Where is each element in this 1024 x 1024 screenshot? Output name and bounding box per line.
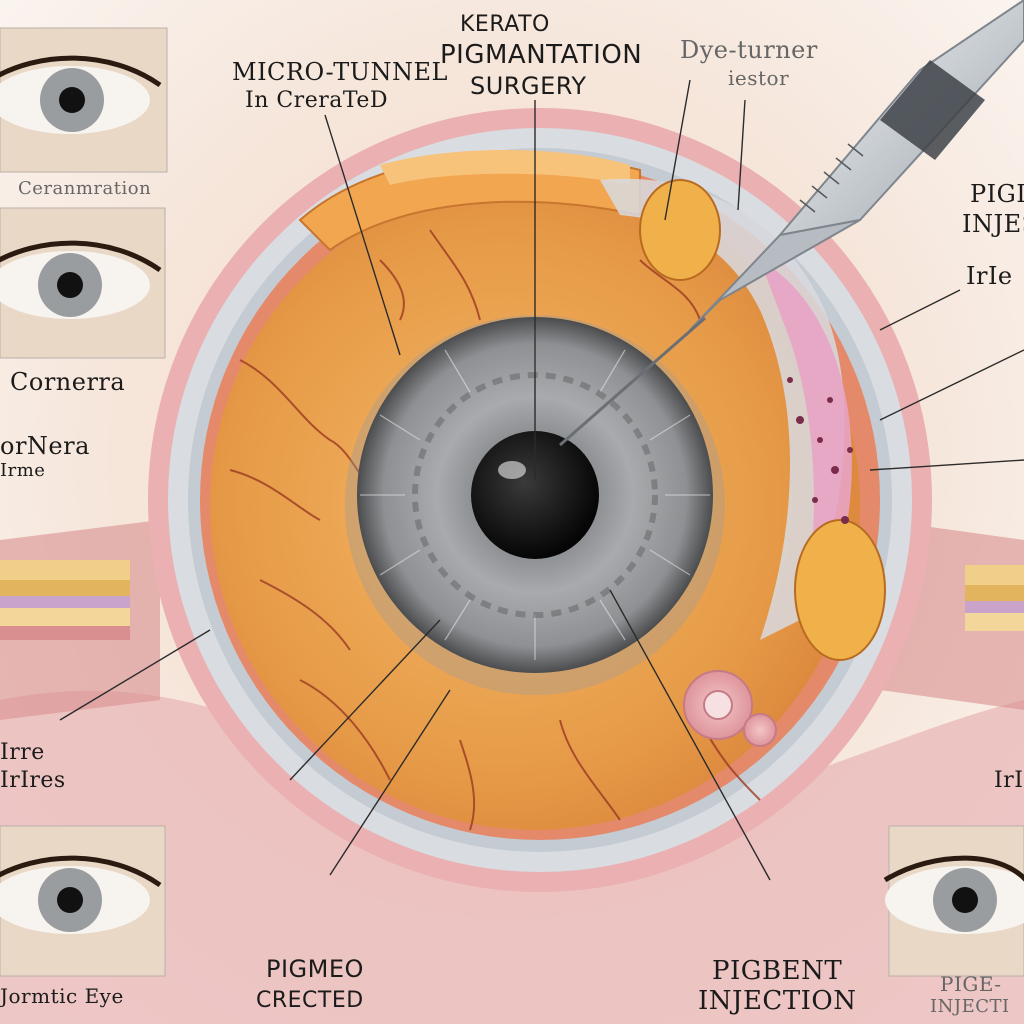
pupil-highlight [498, 461, 526, 479]
iris-left-label: Irre [0, 740, 45, 765]
injection-br-label-1: PIGE- [940, 972, 1002, 996]
blood-vessels [229, 229, 761, 831]
pigment-pockets [639, 179, 886, 661]
cosmetic-eye-label: Jormtic Eye [0, 984, 124, 1008]
thumbnail-eye-2 [0, 207, 166, 359]
syringe [559, 0, 1024, 447]
injection-br-label-2: INJECTI [930, 996, 1010, 1017]
iris-right-top-label: IrIe [966, 262, 1013, 290]
pigment-injection-tr-2: INJES [962, 210, 1024, 238]
cornea-label-2-sub: Irme [0, 460, 46, 481]
title-line-3: SURGERY [470, 72, 587, 100]
micro-tunnel-label-1: MICRO-TUNNEL [232, 58, 448, 86]
micro-tunnel-label-2: In CreraTeD [245, 88, 388, 113]
pigment-cells [787, 377, 853, 524]
cornea-label-2: orNera [0, 432, 90, 460]
thumbnail-eye-4 [883, 825, 1024, 977]
title-line-2: PIGMANTATION [440, 40, 643, 70]
dye-label-2: iestor [728, 66, 790, 90]
pupil [471, 431, 599, 559]
iris-left-label-2: IrIres [0, 768, 66, 793]
thumbnail-eye-3 [0, 825, 166, 977]
title-line-1: KERATO [460, 12, 550, 37]
pigment-bottom-label-1: PIGMEO [266, 955, 364, 983]
pigment-injection-bottom-1: PIGBENT [712, 956, 843, 986]
upper-stroma-highlight [380, 150, 630, 185]
dye-label-1: Dye-turner [680, 36, 818, 64]
leader-lines [59, 79, 1024, 881]
pigment-injection-tr-1: PIGI [970, 180, 1024, 208]
iris-right-bottom-label: IrIe [994, 768, 1024, 793]
thumbnail-eye-1 [0, 27, 168, 173]
right-muscle-layers [965, 565, 1024, 631]
keratoration-label: Ceranmration [18, 178, 152, 199]
left-muscle-layers [0, 560, 130, 640]
cornea-label-1: Cornerra [10, 368, 126, 396]
pigment-bottom-label-2: CRECTED [256, 988, 364, 1013]
pigment-injection-bottom-2: INJECTION [698, 986, 857, 1016]
